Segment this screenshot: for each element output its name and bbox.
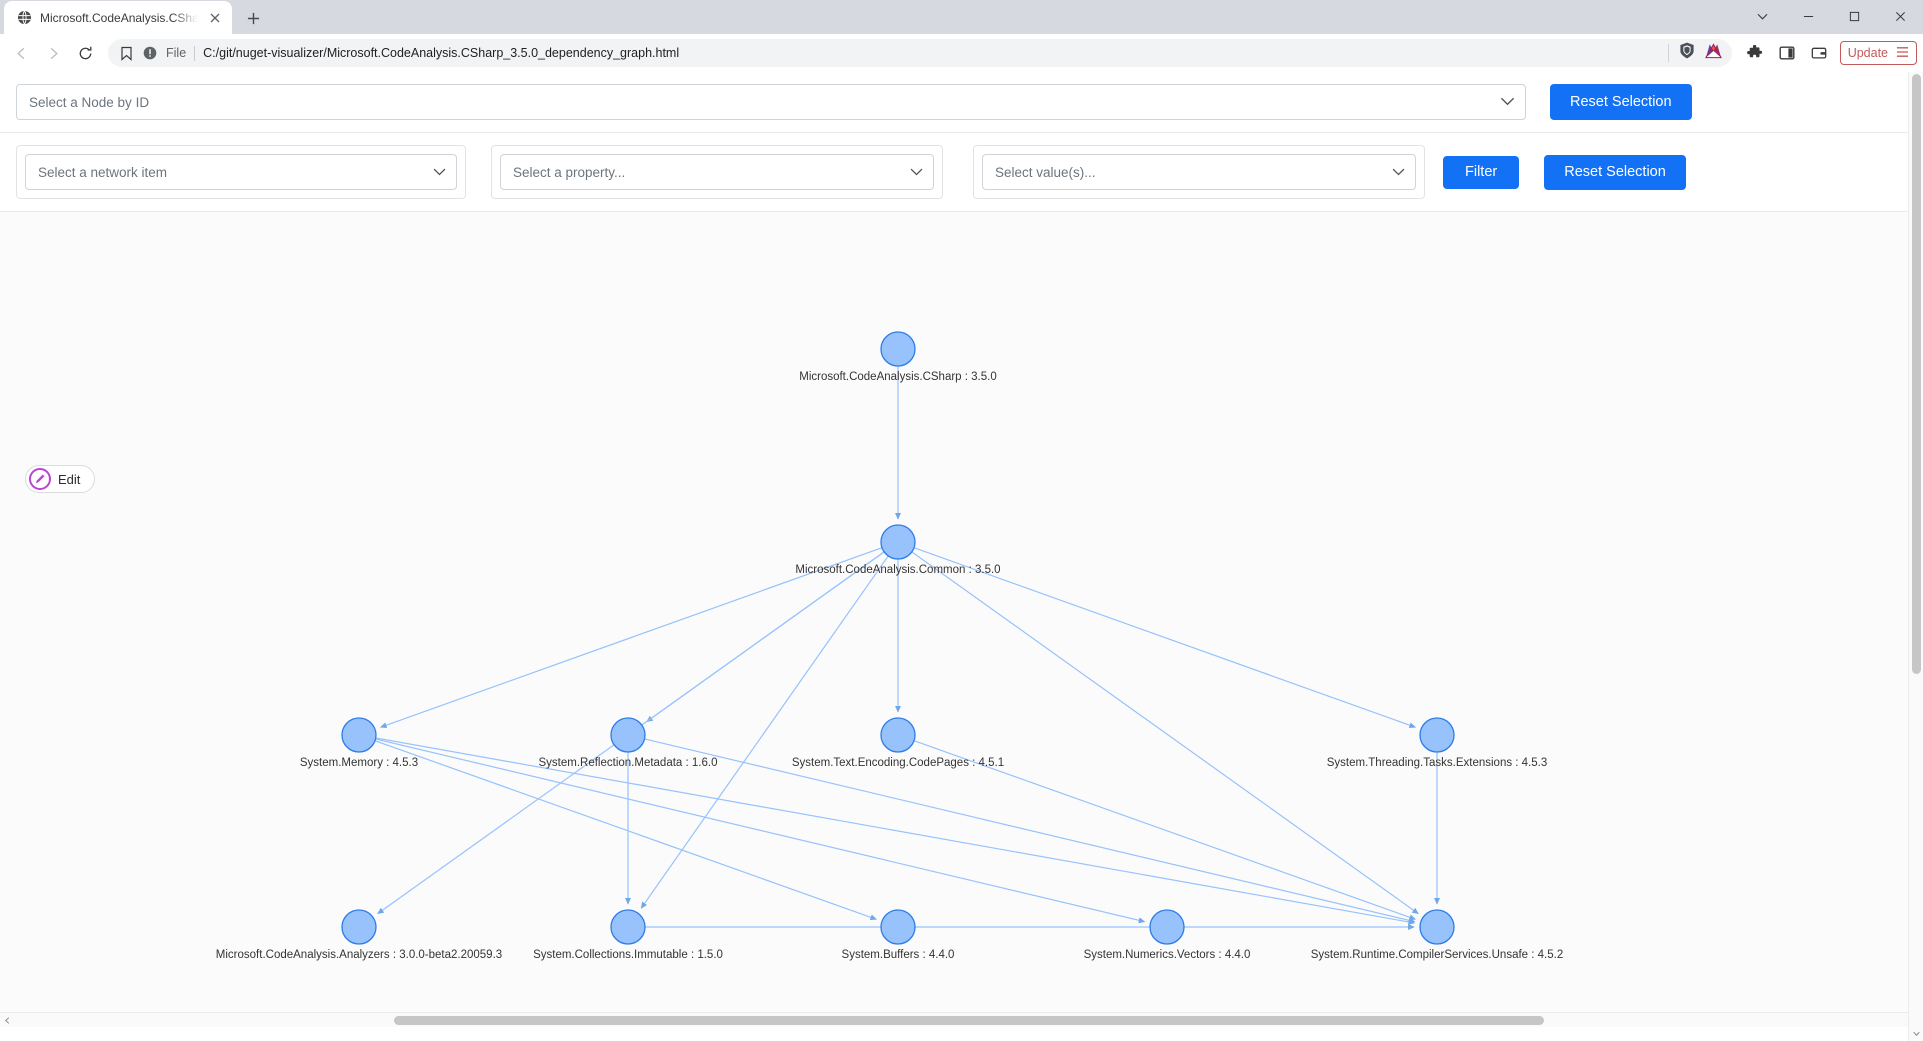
address-bar[interactable]: File C:/git/nuget-visualizer/Microsoft.C… [108, 39, 1732, 67]
node-select-block: Select a Node by ID Reset Selection [0, 72, 1908, 133]
tab-title: Microsoft.CodeAnalysis.CSharp_3 [40, 10, 198, 25]
filter-row: Select a network item Select a property.… [16, 145, 1892, 199]
graph-node[interactable] [1419, 717, 1455, 753]
graph-edge [644, 738, 1416, 924]
sidebar-panel-icon[interactable] [1772, 38, 1802, 68]
graph-nodes[interactable]: Microsoft.CodeAnalysis.CSharp : 3.5.0Mic… [216, 331, 1563, 961]
minimize-button[interactable] [1785, 0, 1831, 33]
scroll-left-icon[interactable] [0, 1013, 15, 1028]
property-wrap: Select a property... [500, 154, 934, 190]
page-content: Select a Node by ID Reset Selection Sele… [0, 72, 1908, 1041]
dependency-graph[interactable]: Microsoft.CodeAnalysis.CSharp : 3.5.0Mic… [0, 212, 1908, 1012]
edit-button[interactable]: Edit [25, 465, 96, 493]
url-scheme-label: File [166, 46, 187, 60]
graph-node-label: Microsoft.CodeAnalysis.Analyzers : 3.0.0… [216, 949, 502, 961]
graph-node-label: System.Reflection.Metadata : 1.6.0 [539, 757, 718, 769]
graph-node[interactable] [610, 909, 646, 945]
graph-node[interactable] [880, 524, 916, 560]
graph-node-label: System.Collections.Immutable : 1.5.0 [533, 949, 723, 961]
graph-node-label: System.Buffers : 4.4.0 [842, 949, 955, 961]
graph-node[interactable] [610, 717, 646, 753]
update-button[interactable]: Update [1839, 41, 1917, 65]
back-arrow-icon[interactable] [6, 38, 36, 68]
property-filter: Select a property... [491, 145, 943, 199]
new-tab-button[interactable] [238, 3, 268, 33]
horizontal-scroll-thumb[interactable] [394, 1016, 1544, 1025]
page-viewport: Select a Node by ID Reset Selection Sele… [0, 72, 1923, 1041]
graph-edge [913, 740, 1416, 921]
graph-edges [374, 366, 1440, 930]
maximize-button[interactable] [1831, 0, 1877, 33]
graph-edge [375, 737, 1416, 925]
horizontal-scrollbar[interactable] [0, 1012, 1908, 1027]
graph-node-label: System.Threading.Tasks.Extensions : 4.5.… [1327, 757, 1548, 769]
graph-node-label: System.Runtime.CompilerServices.Unsafe :… [1311, 949, 1563, 961]
graph-node[interactable] [880, 909, 916, 945]
graph-node-label: Microsoft.CodeAnalysis.CSharp : 3.5.0 [799, 371, 997, 383]
graph-edge [380, 547, 883, 729]
omnibox-divider [194, 45, 196, 61]
wallet-icon[interactable] [1804, 38, 1834, 68]
graph-edge [375, 738, 1146, 924]
network-item-filter: Select a network item [16, 145, 466, 199]
bookmark-icon[interactable] [118, 45, 134, 61]
graph-edge [913, 547, 1416, 729]
tab-search-button[interactable] [1739, 0, 1785, 33]
graph-node[interactable] [880, 717, 916, 753]
url-text: C:/git/nuget-visualizer/Microsoft.CodeAn… [203, 46, 680, 60]
window-close-button[interactable] [1877, 0, 1923, 33]
close-icon[interactable] [206, 9, 224, 27]
reset-selection-filter-button[interactable]: Reset Selection [1544, 154, 1686, 190]
graph-node[interactable] [880, 331, 916, 367]
graph-edge [374, 740, 877, 921]
graph-edge [640, 555, 889, 909]
scroll-down-icon[interactable] [1909, 1026, 1923, 1041]
browser-tab[interactable]: Microsoft.CodeAnalysis.CSharp_3 [4, 1, 232, 34]
filter-button[interactable]: Filter [1443, 155, 1520, 189]
graph-node[interactable] [1419, 909, 1455, 945]
graph-node-label: System.Memory : 4.5.3 [300, 757, 418, 769]
browser-toolbar: File C:/git/nuget-visualizer/Microsoft.C… [0, 34, 1923, 72]
window-controls [1739, 0, 1923, 33]
reset-selection-top-button[interactable]: Reset Selection [1550, 84, 1692, 120]
network-item-select[interactable]: Select a network item [25, 154, 457, 190]
network-item-wrap: Select a network item [25, 154, 457, 190]
update-label: Update [1847, 46, 1888, 60]
brave-shield-icon[interactable] [1679, 42, 1695, 64]
info-circle-icon[interactable] [142, 45, 158, 61]
node-select-input[interactable]: Select a Node by ID [16, 84, 1526, 120]
puzzle-piece-icon[interactable] [1740, 38, 1770, 68]
hamburger-menu-icon[interactable] [1896, 46, 1909, 61]
graph-node-label: System.Numerics.Vectors : 4.4.0 [1084, 949, 1251, 961]
edit-label: Edit [58, 471, 81, 487]
reload-icon[interactable] [70, 38, 100, 68]
vertical-scroll-thumb[interactable] [1912, 74, 1921, 674]
pencil-circle-icon [29, 468, 51, 490]
graph-node[interactable] [341, 909, 377, 945]
tab-strip: Microsoft.CodeAnalysis.CSharp_3 [0, 0, 1923, 34]
vertical-scrollbar[interactable] [1908, 72, 1923, 1041]
graph-node[interactable] [1149, 909, 1185, 945]
forward-arrow-icon[interactable] [38, 38, 68, 68]
node-select-wrap: Select a Node by ID [16, 84, 1526, 120]
omnibox-actions [1660, 42, 1722, 64]
graph-edge [911, 551, 1419, 915]
values-filter: Select value(s)... [973, 145, 1425, 199]
brave-rewards-triangle-icon[interactable] [1704, 42, 1722, 64]
values-select[interactable]: Select value(s)... [982, 154, 1416, 190]
node-select-row: Select a Node by ID Reset Selection [16, 84, 1892, 120]
graph-node-label: Microsoft.CodeAnalysis.Common : 3.5.0 [795, 564, 1000, 576]
graph-canvas[interactable]: Edit Microsoft.CodeAnalysis.CSharp : 3.5… [0, 212, 1908, 1012]
graph-node[interactable] [341, 717, 377, 753]
omnibox-action-divider [1667, 44, 1669, 62]
filter-block: Select a network item Select a property.… [0, 133, 1908, 212]
graph-node-label: System.Text.Encoding.CodePages : 4.5.1 [792, 757, 1004, 769]
values-wrap: Select value(s)... [982, 154, 1416, 190]
globe-icon [16, 10, 32, 26]
property-select[interactable]: Select a property... [500, 154, 934, 190]
